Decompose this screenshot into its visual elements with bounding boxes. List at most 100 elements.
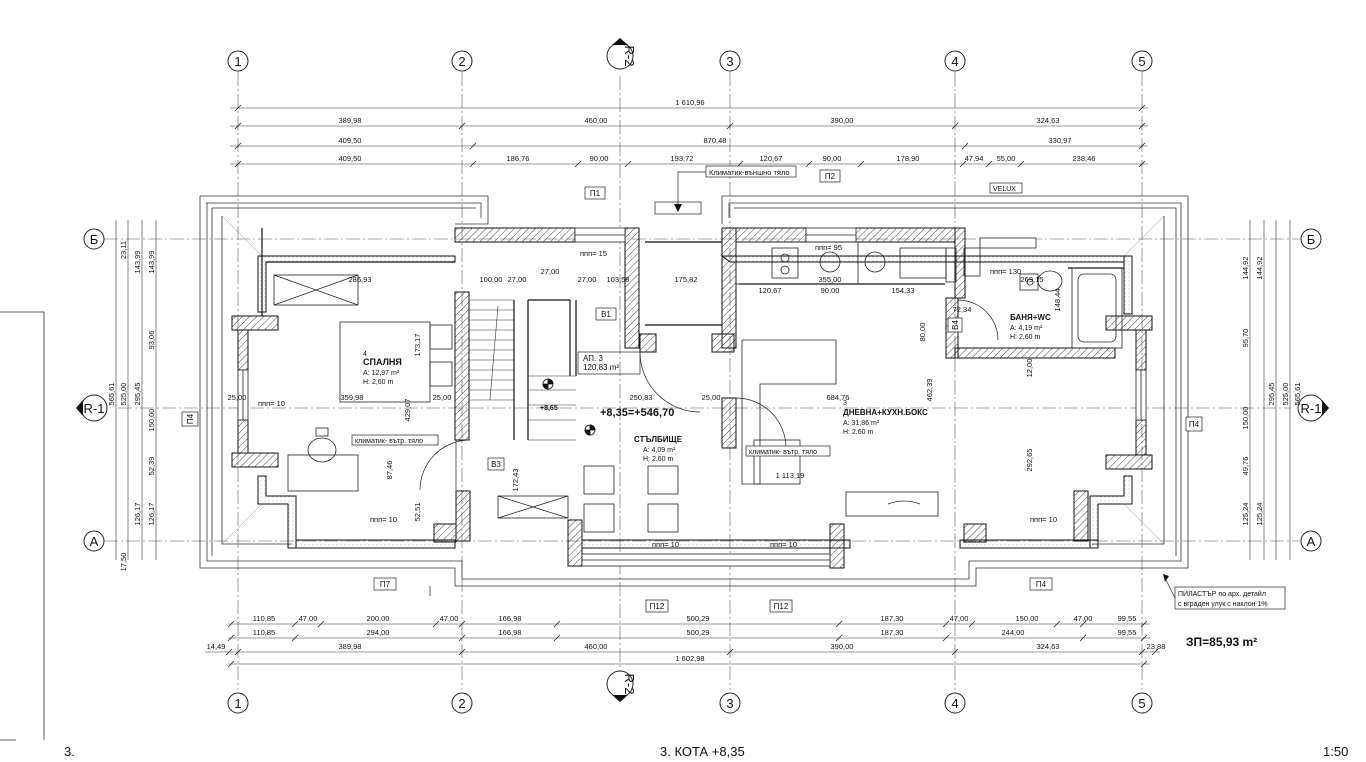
axis-label-3: 3 <box>726 54 733 69</box>
room-area-living: A: 31,86 m² <box>843 420 880 427</box>
bedroom-furniture <box>273 274 453 492</box>
dim-top-r3-8: 47,94 <box>965 154 984 163</box>
axis-label-1-bottom: 1 <box>234 696 241 711</box>
dim-bot-r2-2: 294,00 <box>367 628 390 637</box>
dim-top-r2-1: 409,50 <box>339 136 362 145</box>
tag-p7: П7 <box>380 580 391 589</box>
int-dim-28: 172,43 <box>511 469 520 492</box>
int-dim-3: 173,17 <box>413 334 422 357</box>
built-area-label: ЗП=85,93 m² <box>1186 635 1257 649</box>
dim-bot-r2-5: 187,30 <box>881 628 904 637</box>
dim-overall-top: 1 610,96 <box>675 98 704 107</box>
dimension-lines-top <box>230 107 1148 165</box>
dim-ticks-top <box>234 104 1146 168</box>
int-dim-29: 87,46 <box>385 461 394 480</box>
apartment-label-box <box>577 351 641 375</box>
dim-right-1: 144,92 <box>1241 257 1250 280</box>
dim-bot-r2-3: 166,98 <box>499 628 522 637</box>
dim-bot-r1-8: 47,00 <box>950 614 969 623</box>
dim-bot-r2-7: 99,55 <box>1118 628 1137 637</box>
dim-left-2: 143,99 <box>133 251 142 274</box>
dim-left-4: 93,06 <box>147 331 156 350</box>
dim-top-r1-3: 390,00 <box>831 116 854 125</box>
int-dim-26: 1 113,19 <box>776 471 805 480</box>
tag-b4: В4 <box>951 320 960 330</box>
structural-walls <box>231 227 1153 569</box>
doors <box>419 299 999 491</box>
dim-bot-r3-4: 390,00 <box>831 642 854 651</box>
int-dim-13: 90,00 <box>821 286 840 295</box>
int-dim-16: 25,00 <box>433 393 452 402</box>
ac-outer-label: Климатик-външно тяло <box>709 168 790 177</box>
int-dim-24: 72,34 <box>953 305 972 314</box>
axis-label-b-right: Б <box>1307 232 1316 247</box>
dim-top-r3-6: 90,00 <box>823 154 842 163</box>
dim-top-r3-4: 193,72 <box>671 154 694 163</box>
ac-inner-boxes <box>351 434 831 457</box>
room-number-bedroom: 4 <box>363 351 367 358</box>
dim-left-11: 126,17 <box>147 503 156 526</box>
level-marker-icon <box>542 378 596 436</box>
axis-label-2-bottom: 2 <box>458 696 465 711</box>
dimension-lines-left <box>115 220 157 560</box>
ac-inner-label-1: климатик- вътр. тяло <box>355 438 423 445</box>
sill-label-7: ппп= 10 <box>770 540 797 549</box>
int-dim-17: 250,83 <box>630 393 653 402</box>
tag-p4-bottom: П4 <box>1036 580 1047 589</box>
apartment-area: 120,83 m² <box>583 363 619 372</box>
room-area-stair: A: 4,09 m² <box>643 447 676 454</box>
dim-top-r2-3: 330,97 <box>1049 136 1072 145</box>
axis-label-b-left: Б <box>90 232 99 247</box>
section-r1-right: R-1 <box>1301 401 1322 416</box>
dim-top-r1-1: 389,98 <box>339 116 362 125</box>
room-height-stair: H: 2,60 m <box>643 456 674 463</box>
int-dim-21: 12,00 <box>1025 359 1034 378</box>
dim-right-7: 150,00 <box>1241 407 1250 430</box>
axis-label-5: 5 <box>1138 54 1145 69</box>
tag-p12-b: П12 <box>774 602 789 611</box>
dim-bot-r1-7: 187,30 <box>881 614 904 623</box>
footer-scale: 1:50 <box>1323 744 1349 759</box>
sill-label-6: ппп= 10 <box>652 540 679 549</box>
level-mark-small: +8,65 <box>540 405 558 412</box>
dim-left-10: 126,17 <box>133 503 142 526</box>
sill-label-3: ппп= 130 <box>990 267 1021 276</box>
ac-inner-label-2: климатик- вътр. тяло <box>749 449 817 456</box>
dim-bot-r1-9: 150,00 <box>1016 614 1039 623</box>
dim-top-r1-2: 460,00 <box>585 116 608 125</box>
dim-bot-r3-6: 23,88 <box>1147 642 1166 651</box>
int-dim-10: 175,82 <box>675 275 698 284</box>
level-mark: +8,35=+546,70 <box>600 407 674 419</box>
int-dim-8: 27,00 <box>578 275 597 284</box>
int-dim-30: 52,51 <box>413 503 422 522</box>
dim-bot-r3-5: 324,63 <box>1037 642 1060 651</box>
dim-top-r3-9: 55,00 <box>997 154 1016 163</box>
ac-outer-annotation <box>654 165 797 215</box>
dim-left-9: 52,39 <box>147 457 156 476</box>
int-dim-20: 292,65 <box>1025 449 1034 472</box>
room-name-bedroom: СПАЛНЯ <box>363 357 402 367</box>
living-furniture <box>497 339 939 533</box>
int-dim-6: 27,00 <box>508 275 527 284</box>
section-r2-bottom: R-2 <box>622 674 637 695</box>
velux-label: VELUX <box>993 186 1016 193</box>
dim-right-5: 525,00 <box>1281 383 1290 406</box>
section-r2-top: R-2 <box>622 46 637 67</box>
int-dim-12: 154,33 <box>892 286 915 295</box>
element-tag-boxes <box>181 169 1203 613</box>
int-dim-14: 355,00 <box>819 275 842 284</box>
int-dim-25: 80,00 <box>918 323 927 342</box>
section-arrows <box>76 38 1329 702</box>
int-dim-1: 286,93 <box>349 275 372 284</box>
section-r1-left: R-1 <box>84 401 105 416</box>
tag-p12-a: П12 <box>650 602 665 611</box>
page-frame <box>0 311 45 741</box>
int-dim-15: 25,00 <box>228 393 247 402</box>
dim-top-r3-1: 409,50 <box>339 154 362 163</box>
room-height-living: H: 2,60 m <box>843 429 874 436</box>
room-area-bathroom: A: 4,19 m² <box>1010 325 1043 332</box>
dim-top-r3-10: 238,46 <box>1073 154 1096 163</box>
kitchen-fixtures <box>735 241 957 285</box>
dimension-lines-right <box>1249 220 1291 560</box>
axis-label-3-bottom: 3 <box>726 696 733 711</box>
